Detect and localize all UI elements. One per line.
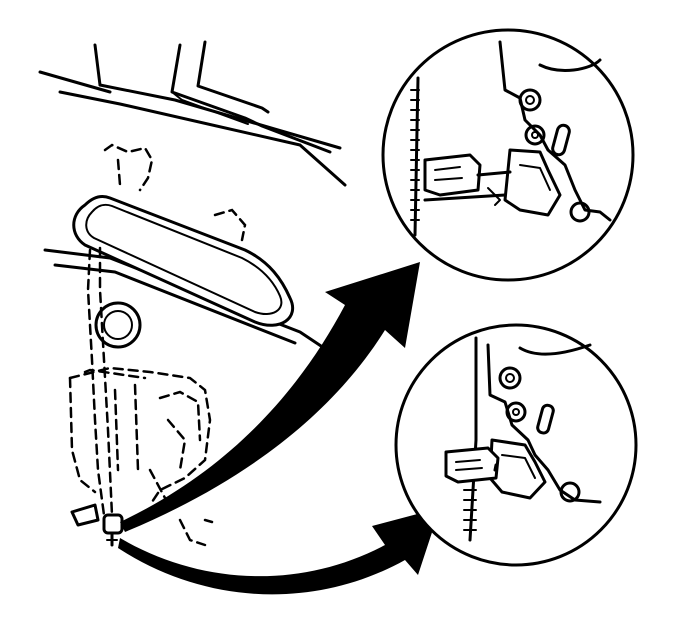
arrow-to-upper-detail — [120, 262, 420, 532]
linkage-rods — [86, 246, 114, 517]
lock-cylinder — [94, 301, 142, 349]
door-panel — [38, 40, 347, 354]
latch-detail-upper — [381, 28, 635, 282]
rod-clip — [102, 513, 124, 547]
latch-detail-lower — [394, 323, 638, 567]
lock-actuator — [68, 366, 214, 547]
arrow-to-lower-detail — [118, 508, 440, 595]
outside-handle — [72, 143, 294, 327]
